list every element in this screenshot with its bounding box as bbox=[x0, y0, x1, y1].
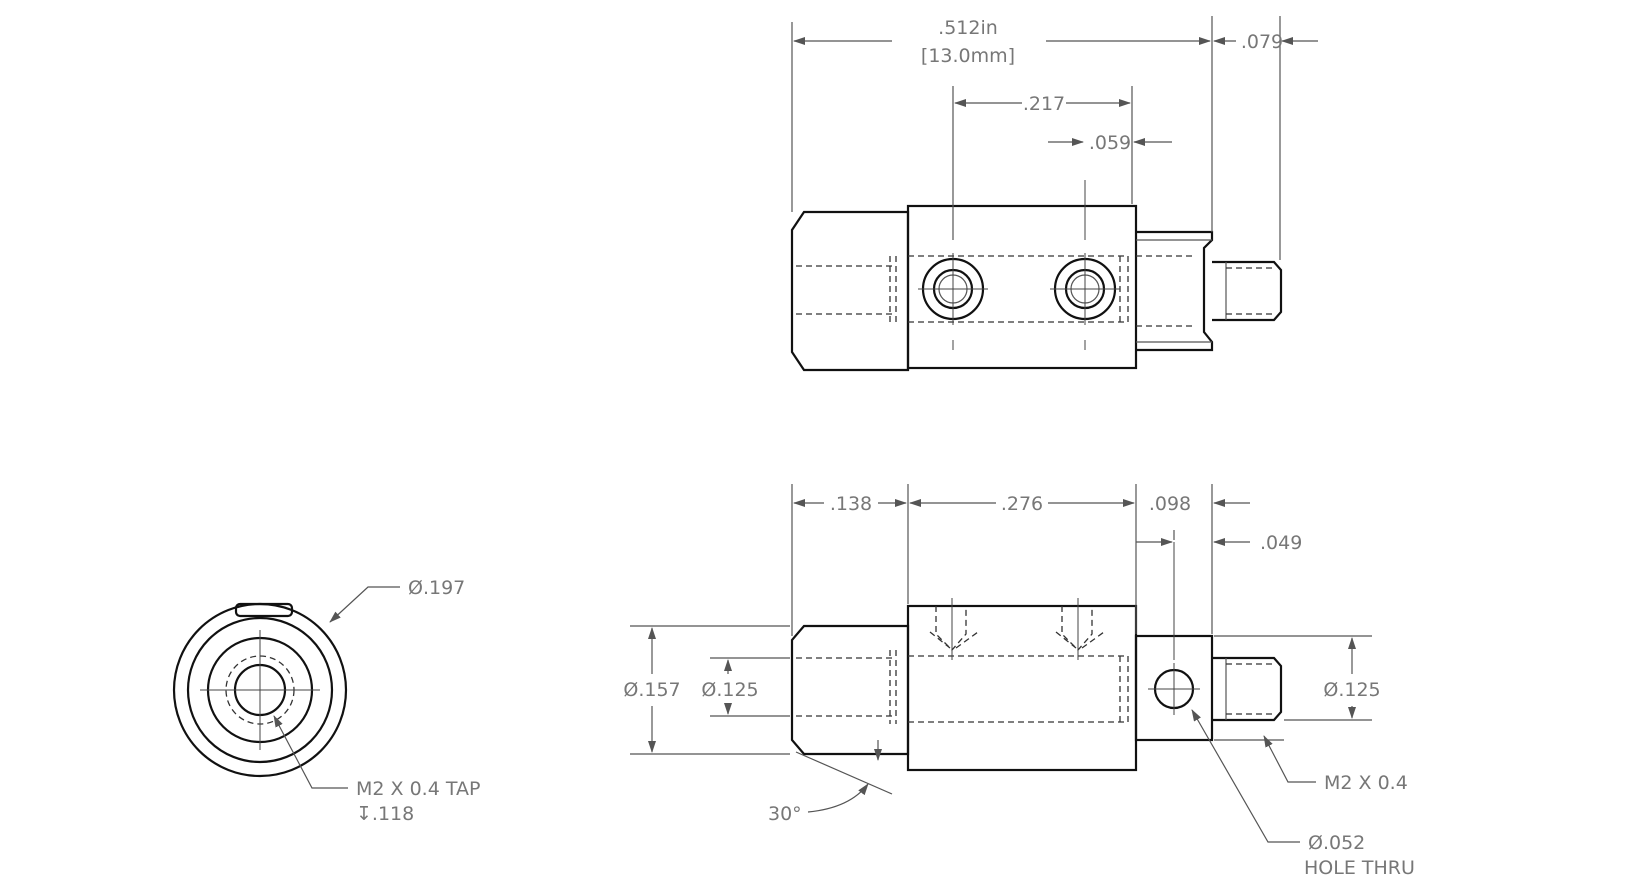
nose-diameter-label: Ø.157 bbox=[623, 679, 680, 701]
dim-shank-diameter: Ø.125 bbox=[1323, 637, 1381, 719]
overall-length-label: .512in bbox=[938, 17, 998, 39]
front-view-outline bbox=[790, 542, 1283, 772]
groove-width-label: .049 bbox=[1260, 532, 1302, 554]
tap-depth-label: ↧.118 bbox=[356, 803, 414, 825]
nose-length-label: .138 bbox=[830, 493, 872, 515]
dim-groove-width: .049 bbox=[1213, 532, 1302, 554]
dim-chamfer: 30° bbox=[768, 740, 893, 825]
dim-nose-length: .138 bbox=[793, 493, 907, 515]
set-screw-1 bbox=[918, 226, 988, 350]
cross-hole-note: HOLE THRU bbox=[1304, 857, 1415, 879]
dim-body-length: .276 bbox=[909, 493, 1135, 515]
dim-nose-bore: Ø.125 bbox=[701, 659, 759, 715]
dim-tip-length: .079 bbox=[1213, 31, 1318, 53]
dim-hole-edge: .059 bbox=[1048, 132, 1172, 154]
dim-hole-spacing: .217 bbox=[954, 93, 1131, 115]
set-screw-2 bbox=[1050, 180, 1120, 350]
end-view: Ø.197 M2 X 0.4 TAP ↧.118 bbox=[172, 577, 480, 825]
front-view: .138 .276 .098 .049 Ø.157 Ø.125 bbox=[623, 484, 1415, 879]
tap-label: M2 X 0.4 TAP bbox=[356, 778, 480, 800]
tap-callout: M2 X 0.4 TAP ↧.118 bbox=[273, 715, 480, 825]
hole-spacing-label: .217 bbox=[1023, 93, 1065, 115]
shank-diameter-label: Ø.125 bbox=[1323, 679, 1380, 701]
thread-callout: M2 X 0.4 bbox=[1263, 735, 1408, 794]
neck-length-label: .098 bbox=[1149, 493, 1191, 515]
cross-hole-callout: Ø.052 HOLE THRU bbox=[1191, 709, 1415, 879]
tip-length-label: .079 bbox=[1241, 31, 1283, 53]
thread-label: M2 X 0.4 bbox=[1324, 772, 1408, 794]
dim-neck-length: .098 bbox=[1136, 493, 1250, 546]
dim-nose-diameter: Ø.157 bbox=[623, 627, 681, 753]
dim-overall: .512in [13.0mm] bbox=[793, 17, 1211, 67]
cross-hole-label: Ø.052 bbox=[1308, 832, 1365, 854]
outer-diameter-label: Ø.197 bbox=[408, 577, 465, 599]
dim-outer-diameter: Ø.197 bbox=[329, 577, 465, 623]
top-view-outline bbox=[790, 204, 1283, 372]
chamfer-label: 30° bbox=[768, 803, 802, 825]
nose-bore-label: Ø.125 bbox=[701, 679, 758, 701]
overall-length-mm-label: [13.0mm] bbox=[921, 45, 1015, 67]
body-length-label: .276 bbox=[1001, 493, 1043, 515]
hole-edge-label: .059 bbox=[1089, 132, 1131, 154]
top-view: .512in [13.0mm] .079 .217 .059 bbox=[790, 16, 1318, 372]
